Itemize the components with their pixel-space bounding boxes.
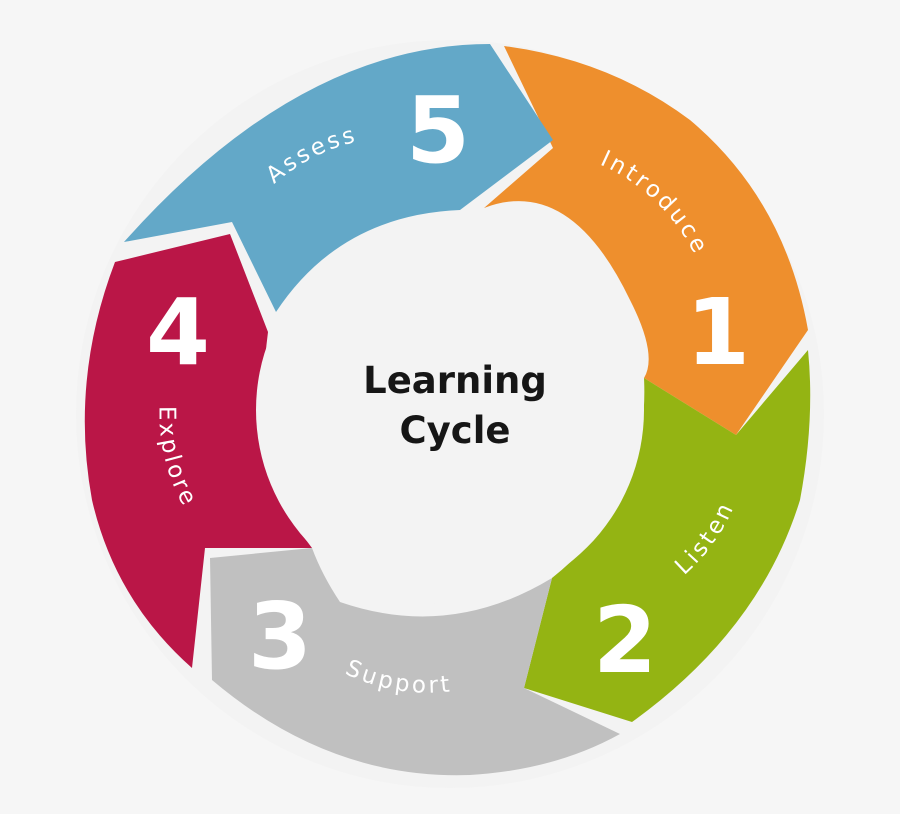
center-disc xyxy=(256,216,644,604)
segment-2-listen-shape xyxy=(524,350,811,722)
cycle-segments xyxy=(84,44,811,776)
segment-3-support-shape xyxy=(210,548,620,776)
step-5-number: 5 xyxy=(406,77,470,184)
step-3-number: 3 xyxy=(248,583,312,690)
center-title-line-2: Cycle xyxy=(400,409,511,452)
step-numbers: 1 2 3 4 5 xyxy=(146,77,750,694)
segment-5-assess-shape xyxy=(124,44,553,312)
step-4-number: 4 xyxy=(146,279,210,386)
center-title-line-1: Learning xyxy=(363,359,547,402)
segment-4-explore-shape xyxy=(84,234,312,668)
step-2-number: 2 xyxy=(593,587,657,694)
step-1-number: 1 xyxy=(686,279,750,386)
segment-1-introduce-shape xyxy=(484,46,808,435)
